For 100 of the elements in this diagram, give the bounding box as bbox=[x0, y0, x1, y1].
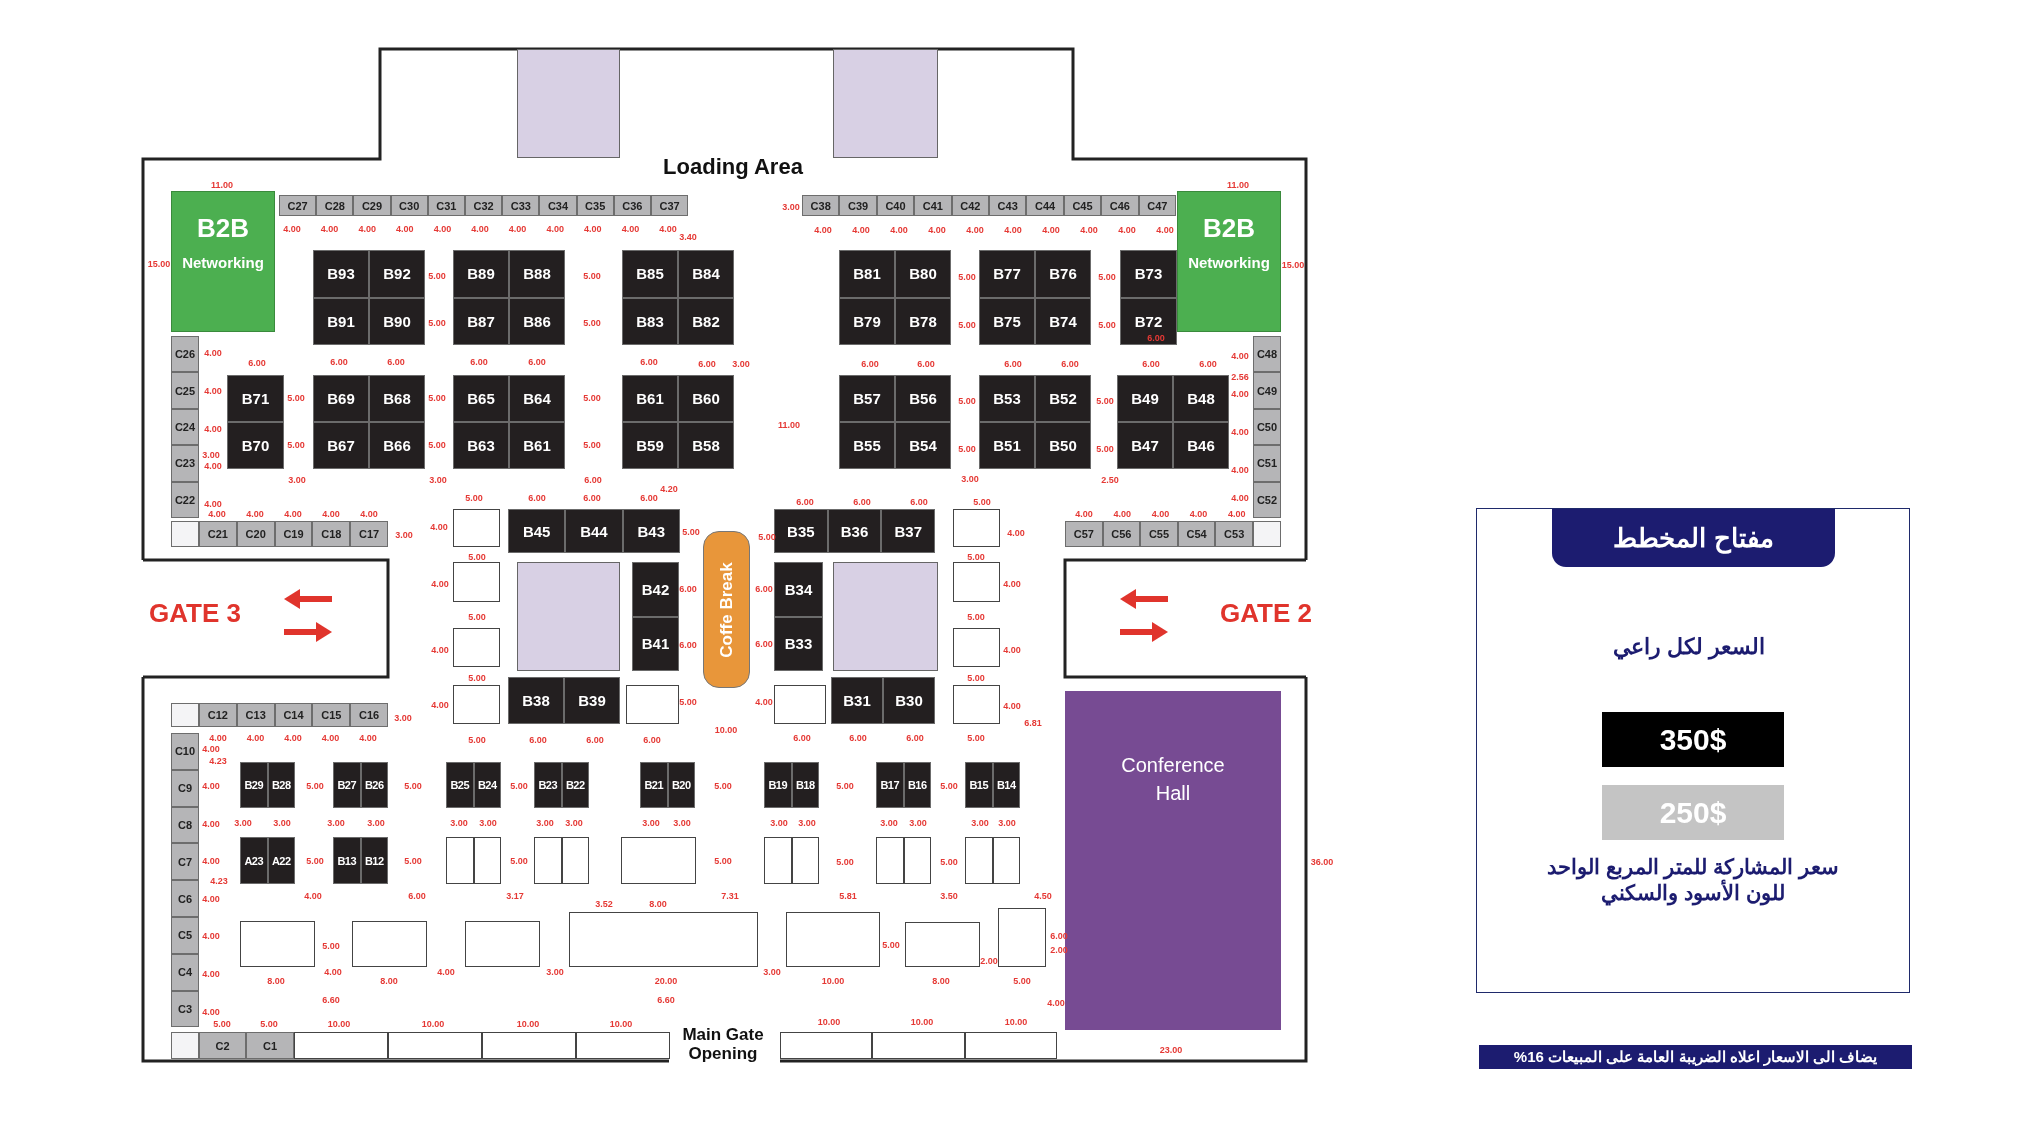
dimension-label: 4.00 bbox=[1231, 351, 1249, 361]
booth bbox=[895, 250, 951, 298]
booth-number: B81 bbox=[853, 265, 881, 283]
booth-number: B60 bbox=[692, 390, 720, 407]
booth bbox=[979, 297, 1035, 345]
booth-number: B17 bbox=[880, 779, 900, 791]
booth-number: C57 bbox=[1073, 528, 1094, 540]
booth bbox=[240, 762, 268, 808]
dimension-label: 6.00 bbox=[679, 640, 697, 650]
booth-number: C56 bbox=[1111, 528, 1132, 540]
booth-number: C4 bbox=[177, 966, 193, 979]
booth-number: B42 bbox=[641, 580, 670, 598]
booth-number: B49 bbox=[1131, 390, 1159, 407]
booth bbox=[508, 677, 564, 724]
booth bbox=[350, 703, 388, 727]
booth bbox=[502, 195, 540, 216]
dimension-label: 10.00 bbox=[821, 976, 845, 986]
booth bbox=[240, 921, 315, 967]
booth bbox=[453, 562, 500, 602]
booth-number: B33 bbox=[784, 635, 813, 653]
dimension-label: 5.00 bbox=[287, 393, 305, 403]
booth-number: B16 bbox=[907, 779, 927, 791]
booth-number: B57 bbox=[853, 390, 881, 407]
booth bbox=[786, 912, 880, 967]
booth bbox=[453, 375, 509, 422]
booth-number: B53 bbox=[993, 390, 1021, 407]
booth bbox=[979, 422, 1035, 469]
dimension-label: 5.00 bbox=[1096, 396, 1114, 406]
dimension-label: 5.00 bbox=[967, 733, 985, 743]
dimension-label: 36.00 bbox=[1310, 857, 1334, 867]
booth bbox=[509, 422, 565, 469]
dimension-label: 5.00 bbox=[1098, 272, 1116, 282]
dimension-label: 3.50 bbox=[940, 891, 958, 901]
panel-title: مفتاح المخطط bbox=[1613, 522, 1774, 554]
booth bbox=[1120, 297, 1177, 345]
dimension-label: 6.00 bbox=[910, 497, 928, 507]
booth-number: B92 bbox=[383, 265, 411, 283]
booth bbox=[565, 509, 623, 553]
dimension-label: 4.50 bbox=[1034, 891, 1052, 901]
dimension-label: 4.00 bbox=[246, 733, 265, 743]
booth bbox=[622, 375, 678, 422]
dimension-label: 5.00 bbox=[714, 781, 732, 791]
booth-number: C25 bbox=[174, 384, 196, 397]
dimension-label: 6.00 bbox=[248, 358, 266, 368]
booth bbox=[780, 1032, 873, 1059]
dimension-label: 5.00 bbox=[836, 781, 854, 791]
booth-number: C44 bbox=[1035, 199, 1056, 212]
dimension-label: 4.00 bbox=[204, 385, 222, 396]
booth bbox=[839, 195, 877, 216]
booth bbox=[171, 769, 199, 807]
booth-number: B66 bbox=[383, 437, 411, 454]
dimension-label: 3.00 bbox=[479, 818, 497, 828]
booth-number: C32 bbox=[473, 199, 494, 212]
booth bbox=[453, 297, 509, 345]
booth-number: C51 bbox=[1256, 457, 1278, 470]
booth-number: B46 bbox=[1187, 437, 1215, 454]
booth bbox=[369, 375, 425, 422]
booth bbox=[651, 195, 689, 216]
dimension-label: 5.00 bbox=[287, 440, 305, 450]
dimension-label: 4.00 bbox=[1118, 225, 1136, 235]
booth-number: B39 bbox=[578, 692, 606, 709]
booth-number: B76 bbox=[1049, 265, 1077, 283]
booth-number: B20 bbox=[671, 779, 691, 791]
dimension-label: 4.00 bbox=[584, 224, 602, 234]
booth-number: B91 bbox=[327, 312, 355, 330]
open-area bbox=[517, 562, 620, 671]
booth bbox=[791, 837, 819, 884]
dimension-label: 4.00 bbox=[1075, 509, 1093, 519]
booth bbox=[312, 703, 351, 727]
area-label: Coffe Break bbox=[716, 561, 737, 658]
area-label: Loading Area bbox=[663, 154, 803, 180]
booth-number: B69 bbox=[327, 390, 355, 407]
booth bbox=[569, 912, 758, 967]
dimension-label: 4.00 bbox=[202, 818, 220, 829]
booth bbox=[1102, 521, 1141, 547]
dimension-label: 4.00 bbox=[324, 967, 342, 977]
dimension-label: 5.00 bbox=[306, 856, 324, 866]
booth-number: C5 bbox=[177, 929, 193, 942]
booth bbox=[903, 837, 931, 884]
booth bbox=[352, 921, 427, 967]
booth-number: C47 bbox=[1147, 199, 1168, 212]
booth-number: B26 bbox=[364, 779, 384, 791]
booth bbox=[827, 509, 882, 553]
booth bbox=[171, 481, 199, 518]
booth bbox=[1253, 481, 1281, 518]
booth-number: B84 bbox=[692, 265, 720, 283]
booth bbox=[453, 250, 509, 298]
booth-number: B61 bbox=[636, 390, 664, 407]
dimension-label: 5.00 bbox=[682, 527, 700, 537]
dimension-label: 4.00 bbox=[508, 224, 527, 234]
booth-number: C20 bbox=[245, 528, 266, 540]
booth bbox=[446, 762, 474, 808]
booth bbox=[1173, 422, 1229, 469]
booth-number: C35 bbox=[585, 199, 606, 212]
dimension-label: 6.00 bbox=[1142, 359, 1160, 369]
booth bbox=[622, 250, 678, 298]
dimension-label: 8.00 bbox=[267, 976, 285, 986]
booth-number: B51 bbox=[993, 437, 1021, 454]
dimension-label: 4.00 bbox=[321, 733, 340, 743]
booth-number: C55 bbox=[1148, 528, 1170, 540]
